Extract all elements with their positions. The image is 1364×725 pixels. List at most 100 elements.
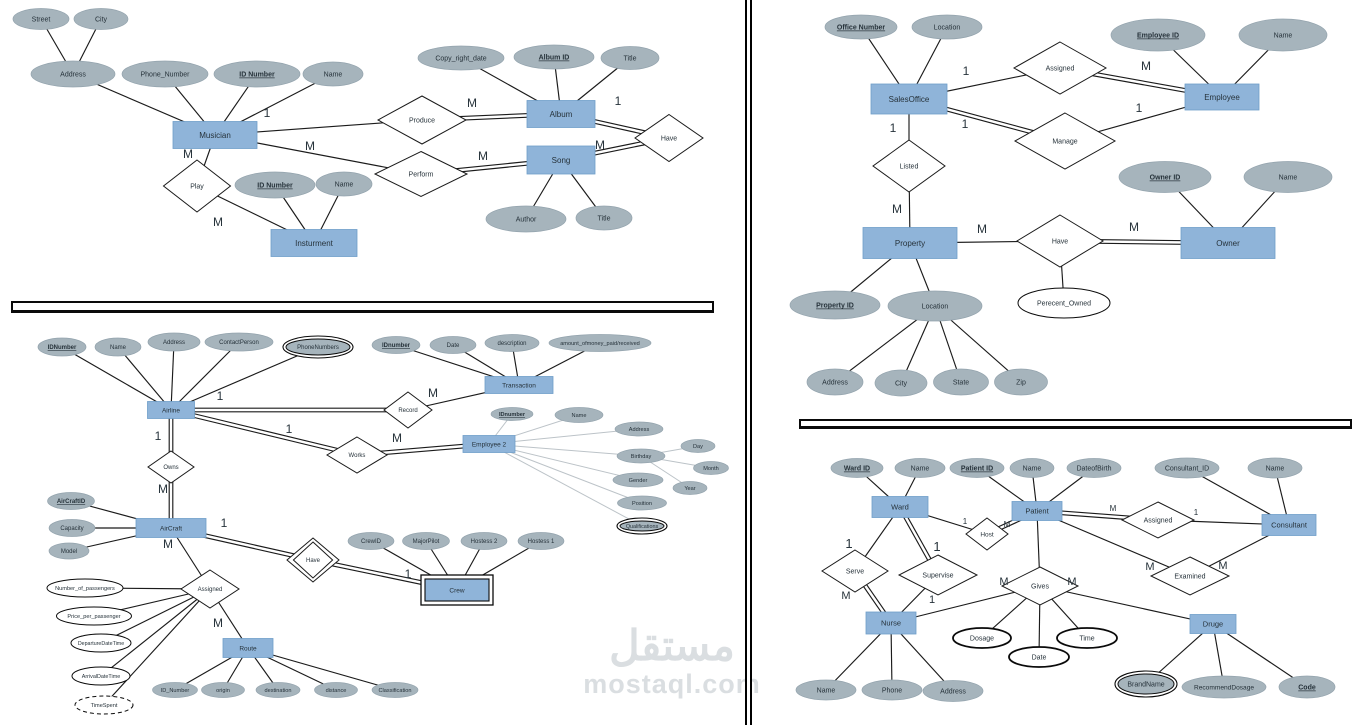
svg-text:State: State	[953, 380, 969, 387]
attribute-airline-idnumber_a: IDNumber	[37, 337, 87, 357]
svg-text:BrandName: BrandName	[1127, 682, 1164, 689]
entity-hospital-ward: Ward	[871, 496, 929, 518]
svg-text:AirCraft: AirCraft	[160, 525, 182, 532]
svg-text:Consultant_ID: Consultant_ID	[1165, 466, 1209, 473]
attribute-hospital-brandname: BrandName	[1114, 670, 1178, 698]
airline-cardinality-label: 1	[286, 422, 293, 436]
attribute-musician-name1: Name	[302, 61, 364, 87]
musician-cardinality-label: M	[478, 149, 488, 163]
svg-text:Address: Address	[940, 689, 966, 696]
musician-cardinality-label: M	[467, 96, 477, 110]
hospital-cardinality-label: 1	[963, 517, 968, 526]
relationship-salesoffice-listed: Listed	[872, 139, 946, 193]
svg-text:ContactPerson: ContactPerson	[219, 340, 259, 346]
attribute-hospital-name_p: Name	[1009, 458, 1055, 478]
entity-musician-album: Album	[526, 100, 596, 128]
attribute-musician-phone_number: Phone_Number	[121, 60, 209, 88]
attribute-musician-album_id: Album ID	[513, 44, 595, 70]
svg-text:Zip: Zip	[1016, 380, 1026, 387]
entity-airline-employee2: Employee 2	[462, 435, 516, 453]
svg-text:Consultant: Consultant	[1271, 521, 1308, 530]
svg-text:ID_Number: ID_Number	[161, 688, 190, 694]
relationship-musician-have1: Have	[634, 113, 704, 163]
attribute-salesoffice-state_p: State	[933, 368, 989, 396]
svg-text:Song: Song	[552, 156, 571, 165]
entity-airline-aircraft: AirCraft	[135, 518, 207, 538]
svg-text:Assigned: Assigned	[1144, 518, 1173, 525]
svg-text:Dosage: Dosage	[970, 636, 994, 643]
svg-text:RecommendDosage: RecommendDosage	[1194, 684, 1254, 691]
svg-text:Address: Address	[629, 427, 650, 433]
attribute-salesoffice-location_p: Location	[887, 290, 983, 322]
entity-airline-transaction: Transaction	[484, 376, 554, 394]
svg-text:Street: Street	[32, 17, 51, 24]
attribute-salesoffice-office_number: Office Number	[824, 14, 898, 40]
svg-text:Serve: Serve	[846, 569, 864, 576]
svg-text:Location: Location	[922, 304, 949, 311]
svg-text:City: City	[95, 17, 108, 24]
attribute-salesoffice-property_id: Property ID	[789, 290, 881, 320]
svg-text:Hostess 2: Hostess 2	[471, 539, 498, 545]
svg-text:ID Number: ID Number	[239, 72, 275, 79]
attribute-salesoffice-address_p: Address	[806, 368, 864, 396]
attribute-airline-idnumber_t: IDnumber	[371, 336, 421, 354]
hospital-cardinality-label: M	[1145, 561, 1154, 573]
entity-airline-crew: Crew	[420, 574, 494, 606]
svg-text:ID Number: ID Number	[257, 183, 293, 190]
musician-cardinality-label: M	[305, 139, 315, 153]
relationship-airline-assigned2: Assigned	[180, 569, 240, 609]
attribute-airline-month: Month	[693, 461, 729, 475]
svg-text:Airline: Airline	[162, 407, 180, 414]
horizontal-divider-right	[799, 419, 1352, 428]
svg-text:Name: Name	[1023, 466, 1042, 473]
svg-text:Insturment: Insturment	[295, 239, 334, 248]
attribute-airline-contactperson: ContactPerson	[204, 332, 274, 352]
attribute-airline-price_passenger: Price_per_passenger	[56, 606, 132, 626]
attribute-airline-amount_t: amount_ofmoney_paid/received	[548, 334, 652, 352]
relationship-salesoffice-manage: Manage	[1013, 112, 1117, 170]
svg-text:Album: Album	[550, 110, 573, 119]
salesoffice-cardinality-label: M	[977, 222, 987, 236]
svg-text:DepartureDateTime: DepartureDateTime	[78, 641, 124, 647]
airline-cardinality-label: 1	[405, 567, 412, 581]
attribute-musician-street: Street	[12, 8, 70, 30]
attribute-airline-id_number_r: ID_Number	[152, 682, 198, 698]
relationship-musician-play: Play	[162, 159, 232, 213]
musician-cardinality-label: M	[183, 147, 193, 161]
airline-cardinality-label: 1	[221, 516, 228, 530]
svg-text:Route: Route	[239, 645, 257, 652]
attribute-airline-origin: origin	[201, 682, 245, 698]
relationship-salesoffice-have2: Have	[1016, 214, 1104, 268]
attribute-airline-model: Model	[48, 542, 90, 560]
attribute-airline-address_a: Address	[147, 332, 201, 352]
svg-text:origin: origin	[216, 688, 230, 694]
svg-text:Capacity: Capacity	[60, 526, 83, 532]
svg-text:Name: Name	[1266, 466, 1285, 473]
attribute-hospital-phone_n: Phone	[861, 679, 923, 701]
attribute-salesoffice-name_e3: Name	[1238, 18, 1328, 52]
svg-text:Property ID: Property ID	[816, 303, 854, 310]
svg-text:Name: Name	[911, 466, 930, 473]
entity-musician-song: Song	[526, 145, 596, 175]
attribute-airline-hostess1: Hostess 1	[517, 532, 565, 550]
attribute-airline-description: description	[484, 334, 540, 352]
relationship-salesoffice-assigned3r: Assigned	[1012, 41, 1108, 95]
svg-text:Record: Record	[398, 408, 417, 414]
svg-text:IDnumber: IDnumber	[499, 412, 526, 418]
attribute-musician-title_a: Title	[600, 46, 660, 70]
hospital-cardinality-label: 1	[1194, 508, 1199, 517]
svg-text:Day: Day	[693, 444, 703, 450]
svg-text:Crew: Crew	[449, 587, 464, 594]
svg-text:Owner: Owner	[1216, 239, 1240, 248]
attribute-airline-date_t: Date	[429, 336, 477, 354]
airline-cardinality-label: 1	[217, 389, 224, 403]
svg-text:Author: Author	[516, 217, 537, 224]
relationship-hospital-gives: Gives	[1000, 566, 1080, 606]
attribute-musician-author: Author	[485, 205, 567, 233]
svg-text:Supervise: Supervise	[922, 573, 953, 580]
svg-text:Manage: Manage	[1052, 139, 1077, 146]
relationship-hospital-assigned4: Assigned	[1120, 501, 1196, 539]
attribute-salesoffice-perecent_owned: Perecent_Owned	[1017, 287, 1111, 319]
attribute-musician-id_number1: ID Number	[213, 60, 301, 88]
relationship-hospital-serve: Serve	[821, 549, 889, 593]
